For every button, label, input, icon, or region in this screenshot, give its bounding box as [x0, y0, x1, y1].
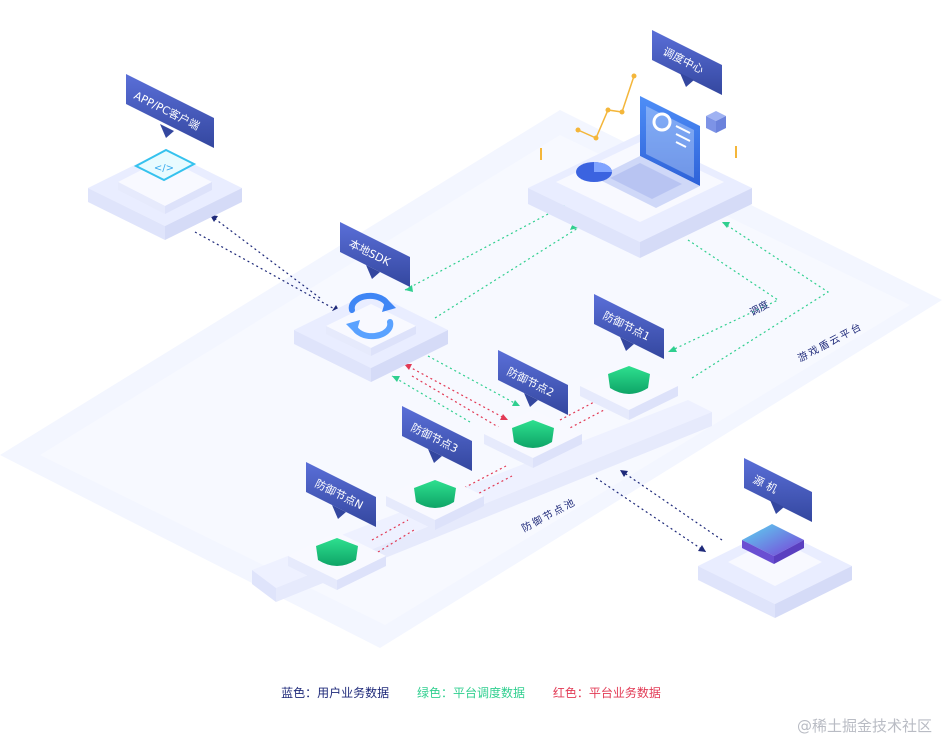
legend-red: 红色：平台业务数据: [552, 686, 661, 700]
tag-app-client: APP/PC客户端: [126, 74, 214, 148]
link-red-n-3: [371, 519, 409, 541]
tag-source-host: 源 机: [744, 458, 812, 522]
arrow-head: [392, 376, 400, 382]
link-dispatch-nodes: [667, 239, 780, 353]
arrow-head: [512, 400, 520, 406]
legend-blue: 蓝色：用户业务数据: [281, 686, 390, 700]
shield-icon: [414, 480, 456, 508]
trend-line-icon: [540, 73, 737, 160]
server-icon: [742, 524, 804, 564]
tag-dispatch-center: 调度中心: [652, 30, 722, 95]
dispatch-center-block[interactable]: [528, 73, 752, 259]
arrow-head: [500, 414, 508, 420]
arrow-head: [722, 222, 730, 228]
sync-icon: [346, 292, 396, 340]
link-red-2-1: [559, 399, 599, 421]
arrow-head: [404, 364, 412, 370]
link-nodes-dispatch: [691, 221, 830, 379]
defense-node-1-block[interactable]: [580, 362, 678, 420]
link-dispatch-sdk: [434, 227, 579, 319]
legend: 蓝色：用户业务数据 绿色：平台调度数据 红色：平台业务数据: [0, 684, 942, 701]
shield-icon: [608, 366, 650, 394]
laptop-icon: [596, 96, 700, 208]
arrow-head: [698, 545, 706, 552]
link-nodes-sdk: [391, 375, 471, 423]
svg-text:</>: </>: [154, 163, 174, 174]
defense-node-n-block[interactable]: [288, 532, 386, 590]
legend-green: 绿色：平台调度数据: [416, 686, 525, 700]
link-pool-host: [595, 477, 707, 553]
code-window-icon: </>: [133, 148, 197, 182]
link-sdk-client: [209, 214, 321, 299]
local-sdk-block[interactable]: [294, 292, 448, 382]
server-cube-icon: [706, 111, 726, 133]
arrow-head: [668, 346, 677, 352]
link-sdk-dispatch: [404, 204, 566, 291]
arrow-head: [405, 285, 413, 292]
pie-chart-icon: [576, 162, 612, 182]
defense-node-3-block[interactable]: [386, 472, 484, 530]
link-host-pool: [619, 469, 723, 541]
cloud-platform-plane-inner: [40, 135, 910, 625]
link-red-3-2: [459, 465, 507, 491]
link-red-3-2b: [465, 475, 513, 501]
link-red-node-sdk: [411, 375, 501, 429]
app-client-block[interactable]: </>: [88, 148, 242, 240]
shield-icon: [316, 538, 358, 566]
node-pool-bar: [252, 400, 712, 602]
link-red-n-3b: [377, 529, 415, 553]
arrow-head: [570, 223, 578, 230]
shield-icon: [512, 420, 554, 448]
source-host-block[interactable]: [698, 524, 852, 618]
link-red-2-1b: [565, 409, 605, 431]
defense-node-2-block[interactable]: [484, 410, 582, 468]
arrow-head: [620, 470, 628, 477]
watermark: @稀土掘金技术社区: [796, 717, 932, 735]
